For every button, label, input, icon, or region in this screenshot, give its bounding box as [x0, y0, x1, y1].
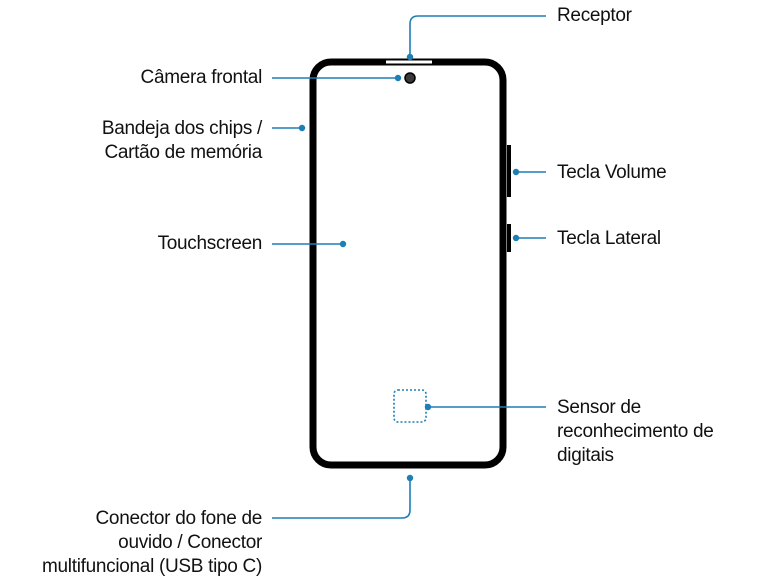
label-sensor-line-2: reconhecimento de — [557, 421, 714, 442]
dot-bandeja — [298, 124, 306, 132]
label-sensor-line-3: digitais — [557, 445, 614, 466]
label-receptor: Receptor — [557, 5, 632, 26]
label-conector: Conector do fone de ouvido / Conector mu… — [42, 507, 262, 579]
leader-receptor — [409, 15, 546, 57]
label-touchscreen: Touchscreen — [157, 233, 263, 254]
dot-conector — [406, 474, 414, 482]
label-bandeja-line-1: Bandeja dos chips / — [101, 118, 262, 139]
side-key — [507, 224, 511, 252]
label-sensor: Sensor de reconhecimento de digitais — [557, 396, 714, 468]
label-camera-frontal: Câmera frontal — [140, 67, 263, 88]
label-tecla-lateral: Tecla Lateral — [557, 228, 661, 249]
dot-sensor — [424, 403, 432, 411]
leader-dots — [298, 53, 520, 482]
volume-key — [507, 145, 511, 197]
label-conector-line-3: multifuncional (USB tipo C) — [42, 556, 262, 577]
dot-camera — [394, 74, 402, 82]
front-camera — [404, 72, 416, 84]
leader-lines — [272, 15, 546, 519]
label-bandeja: Bandeja dos chips / Cartão de memória — [102, 117, 262, 165]
dot-touchscreen — [339, 240, 347, 248]
label-bandeja-line-2: Cartão de memória — [104, 142, 262, 163]
leader-conector — [272, 478, 411, 519]
label-conector-line-2: ouvido / Conector — [118, 532, 262, 553]
fingerprint-sensor-area — [393, 389, 427, 423]
label-sensor-line-1: Sensor de — [557, 397, 641, 418]
label-tecla-volume: Tecla Volume — [557, 162, 667, 183]
phone-body — [309, 58, 507, 469]
dot-volume — [512, 168, 520, 176]
dot-lateral — [512, 234, 520, 242]
label-conector-line-1: Conector do fone de — [95, 508, 263, 529]
dot-receptor — [406, 53, 414, 61]
